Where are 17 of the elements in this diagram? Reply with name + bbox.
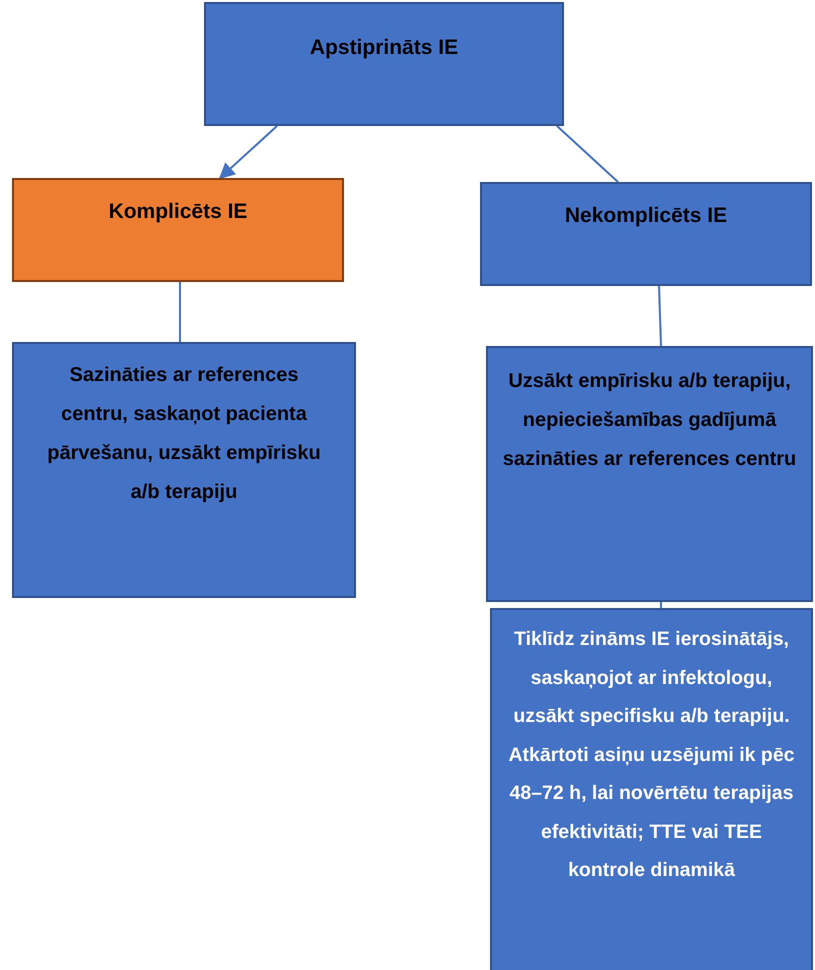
box-text: Tiklīdz zināms IE ierosinātājs, saskaņojot ar infektologu, uzsākt specifisku a/b terapiju. Atkārtoti asiņu uzsējumi ik pēc 48–72 h, lai novērtētu terapijas efektivitāti; TTE vai TEE kontrole dinamikā <box>507 627 796 883</box>
connector-line <box>179 282 181 342</box>
connector-line <box>660 602 662 608</box>
connector-line <box>658 286 662 346</box>
process-box <box>12 342 356 598</box>
connector-line <box>556 125 619 183</box>
process-box <box>490 608 813 970</box>
process-box <box>204 2 564 126</box>
box-text: Apstiprināts IE <box>310 35 458 61</box>
box-text: Nekomplicēts IE <box>564 203 728 229</box>
box-text: Uzsākt empīrisku a/b terapiju, nepieciešamības gadījumā sazināties ar references centru <box>502 369 798 472</box>
process-box <box>480 182 812 286</box>
arrow <box>218 125 278 180</box>
box-text: Sazināties ar references centru, saskaņot pacienta pārvešanu, uzsākt empīrisku a/b terapiju <box>46 363 322 505</box>
process-box <box>486 346 813 602</box>
process-box <box>12 178 344 282</box>
box-text: Komplicēts IE <box>108 199 248 225</box>
